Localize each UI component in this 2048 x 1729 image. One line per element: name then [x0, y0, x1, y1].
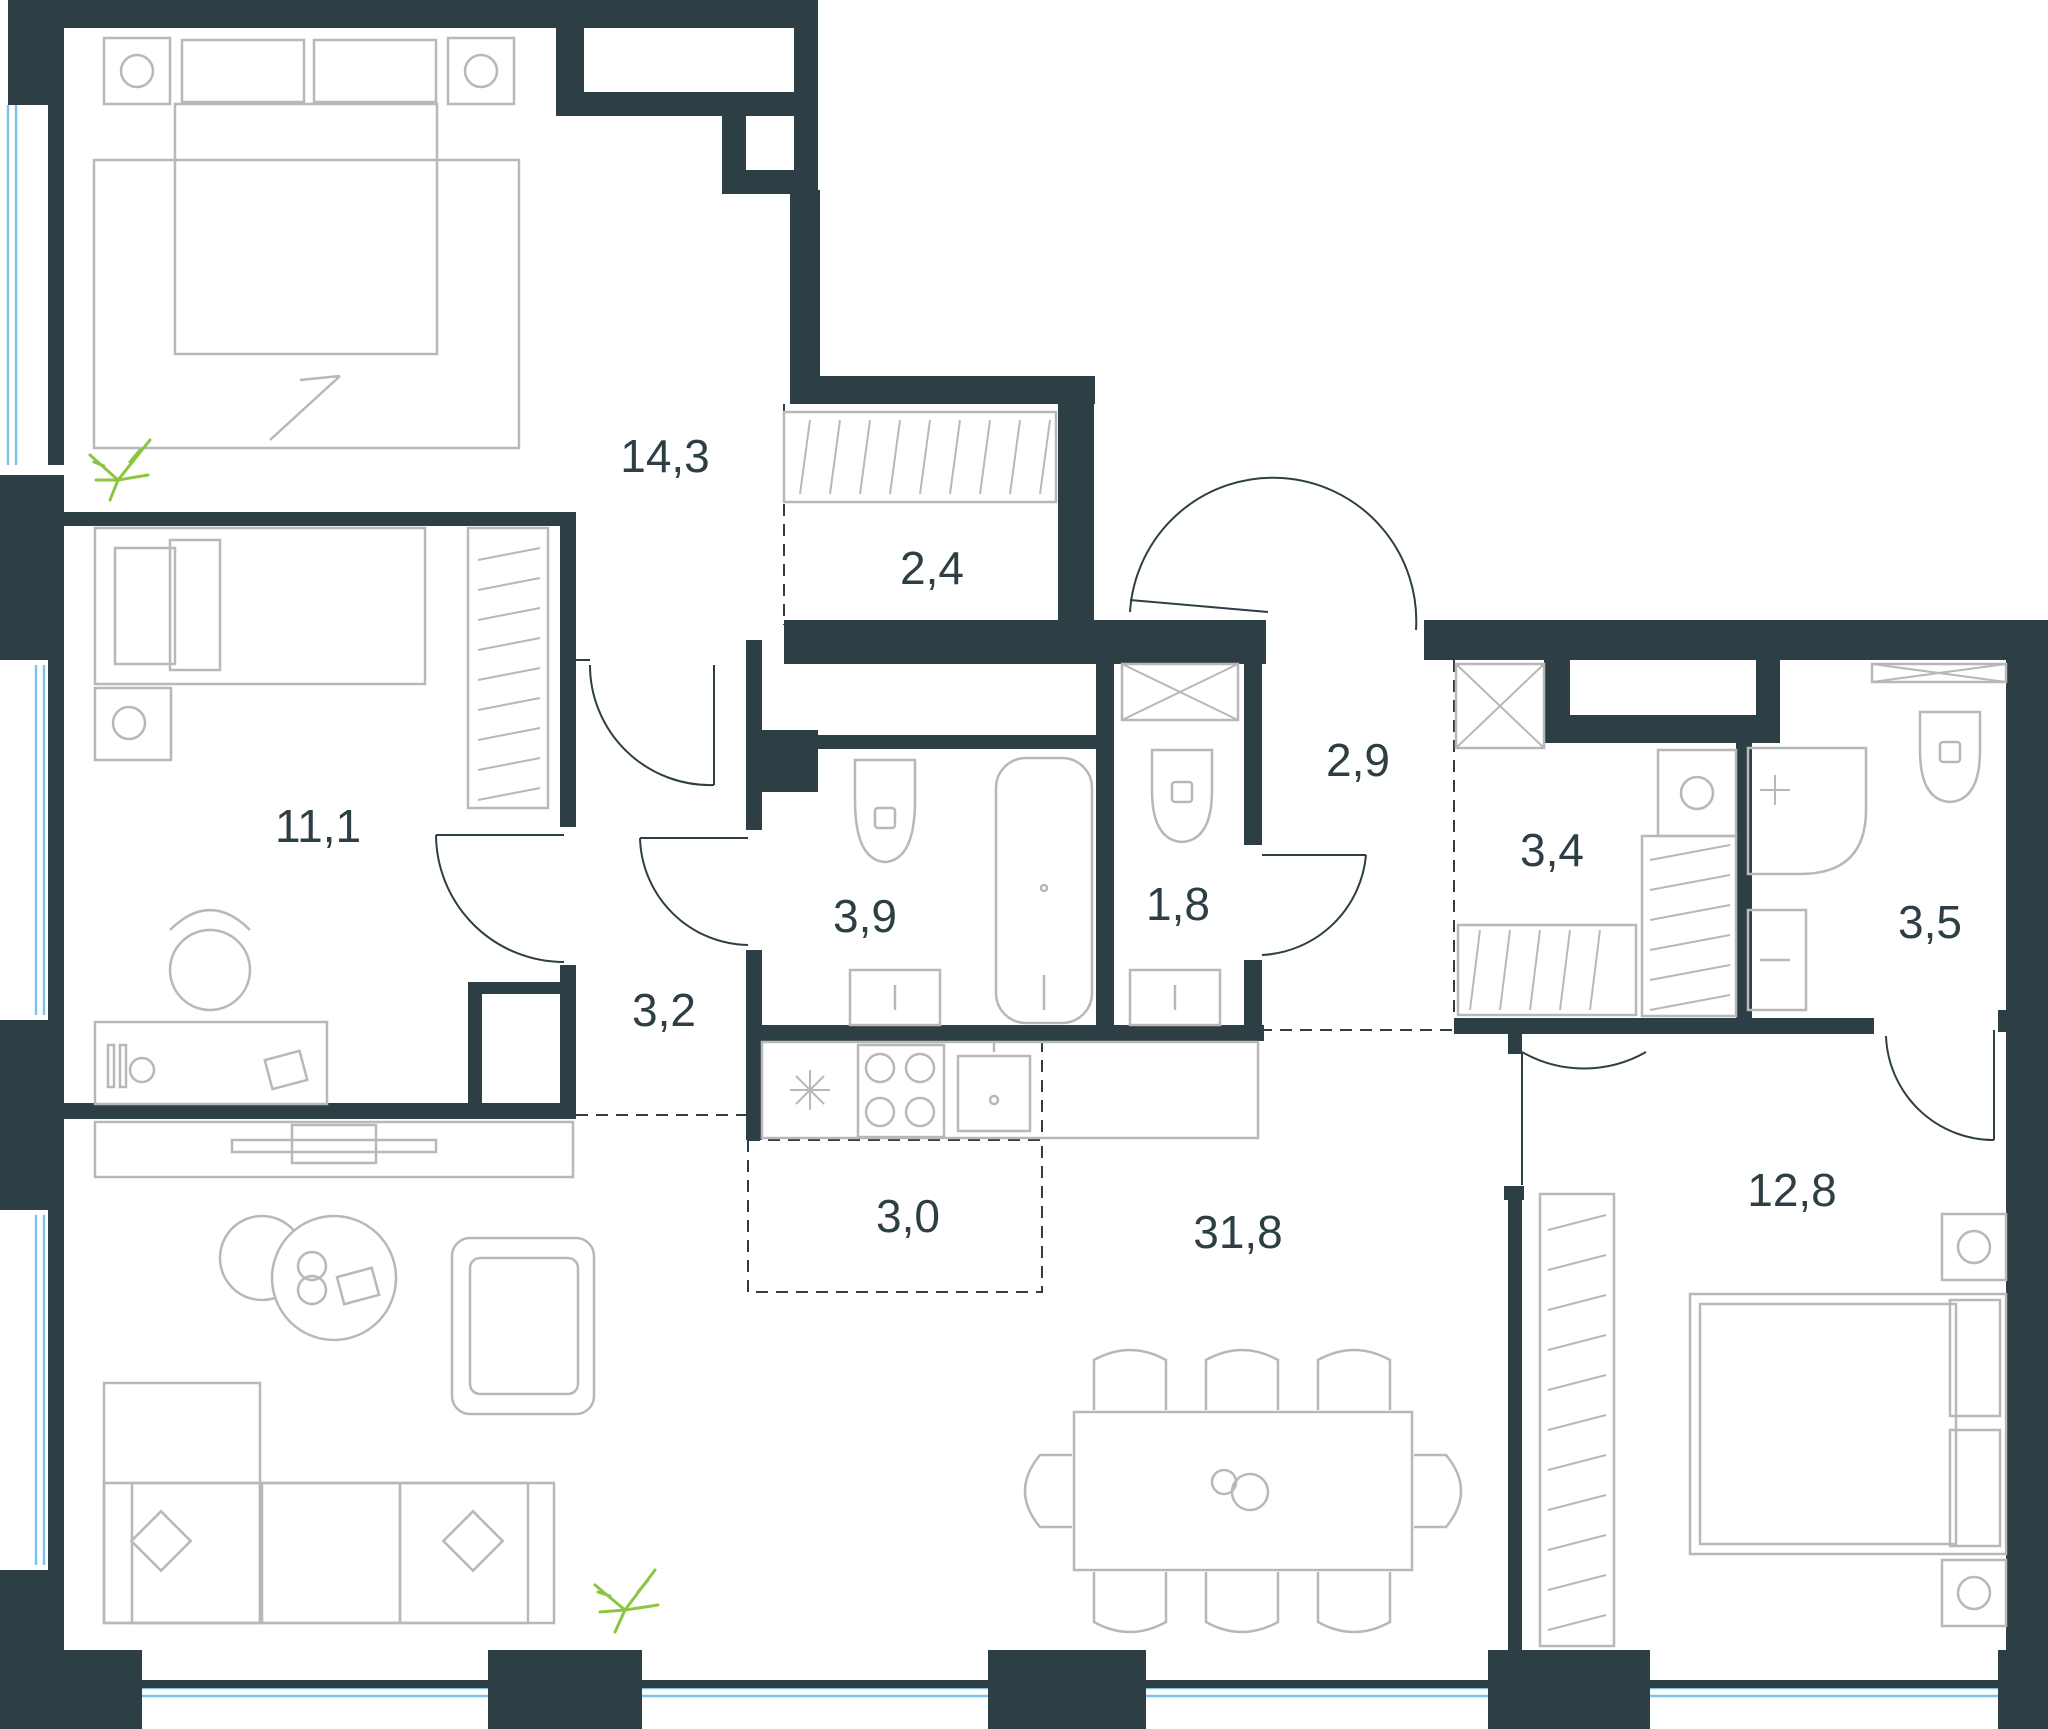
area-label-toilet: 1,8	[1146, 878, 1210, 930]
area-label-shower-room: 3,5	[1898, 896, 1962, 948]
armchair-icon	[168, 908, 252, 1012]
sink-icon	[1128, 968, 1222, 1027]
nightstand	[102, 36, 516, 106]
area-label-bedroom-1: 14,3	[620, 430, 710, 482]
wardrobe-icon	[1538, 1192, 1616, 1648]
dining-table-icon	[1023, 1348, 1463, 1634]
area-label-kitchen-niche: 3,0	[876, 1190, 940, 1242]
fridge-icon	[790, 1070, 830, 1110]
shower-icon	[1746, 746, 1868, 876]
bathtub-icon	[994, 756, 1094, 1025]
wardrobe-icon	[782, 410, 1058, 504]
washing-machine-icon	[1656, 748, 1738, 838]
toilet-icon	[1918, 710, 1982, 804]
sink-icon	[848, 968, 942, 1027]
coffee-table-icon	[218, 1214, 398, 1342]
area-label-bedroom-3: 12,8	[1747, 1164, 1837, 1216]
area-label-entrance-hall: 2,9	[1326, 734, 1390, 786]
sofa-icon	[102, 1381, 556, 1625]
plant-icon	[593, 1568, 660, 1634]
wardrobe-icon	[466, 526, 550, 810]
wardrobe-icon	[1456, 834, 1738, 1018]
sink-icon	[1746, 908, 1808, 1012]
bed-icon	[1688, 1292, 2008, 1556]
area-label-storage: 2,4	[900, 542, 964, 594]
toilet-icon	[853, 758, 917, 864]
stove-icon	[856, 1043, 946, 1139]
nightstand	[1940, 1212, 2008, 1628]
sink-icon	[956, 1042, 1032, 1133]
desk-icon	[93, 1020, 329, 1106]
area-label-bedroom-2: 11,1	[275, 800, 361, 852]
area-labels: 14,3 2,4 11,1 3,2 3,9 1,8 2,9 3,4 3,5 3,…	[275, 430, 1962, 1258]
toilet-icon	[1150, 748, 1214, 844]
nightstand	[93, 686, 173, 762]
doors	[435, 476, 1995, 1185]
area-label-living-kitchen: 31,8	[1193, 1206, 1283, 1258]
bed-icon	[92, 38, 521, 450]
zone-dividers	[576, 404, 1455, 1293]
plant-icon	[88, 438, 152, 502]
shelf-icon	[1120, 662, 1240, 722]
tv-stand	[93, 1120, 575, 1179]
shelf-icon	[1870, 662, 2008, 684]
area-label-bathroom: 3,9	[833, 890, 897, 942]
area-label-hall-corridor: 3,2	[632, 984, 696, 1036]
shelf-icon	[1454, 662, 1546, 750]
kitchen-counter	[760, 1040, 1260, 1140]
area-label-laundry: 3,4	[1520, 824, 1584, 876]
bed-icon	[93, 526, 427, 686]
armchair-icon	[450, 1236, 596, 1416]
